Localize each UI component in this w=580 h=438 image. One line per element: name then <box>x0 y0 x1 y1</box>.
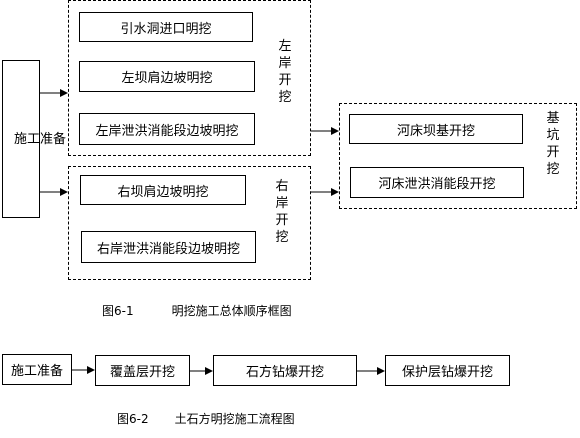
figure-2-title: 土石方明挖施工流程图 <box>174 412 295 426</box>
left-bank-label: 左岸开挖 <box>278 39 292 105</box>
figure-2-number: 图6-2 <box>117 412 149 426</box>
right-bank-label: 右岸开挖 <box>275 179 289 245</box>
figure-2-caption: 图6-2 土石方明挖施工流程图 <box>117 410 295 427</box>
flow-step-4: 保护层钻爆开挖 <box>385 355 510 386</box>
left-item-3: 左岸泄洪消能段边坡明挖 <box>79 113 255 145</box>
start-label: 施工准备 <box>14 131 67 147</box>
flow-step-3-label: 石方钻爆开挖 <box>245 365 324 380</box>
right-bank-group <box>68 166 311 280</box>
start-box: 施工准备 <box>2 60 67 218</box>
flow-step-1-label: 施工准备 <box>10 364 63 379</box>
pit-item-1-label: 河床坝基开挖 <box>396 123 475 139</box>
left-item-1: 引水洞进口明挖 <box>79 12 253 42</box>
left-item-2: 左坝肩边坡明挖 <box>79 61 255 92</box>
figure-1-number: 图6-1 <box>102 304 134 318</box>
left-item-2-label: 左坝肩边坡明挖 <box>121 71 213 86</box>
pit-group <box>339 103 577 209</box>
figure-1-title: 明挖施工总体顺序框图 <box>171 304 292 318</box>
left-item-1-label: 引水洞进口明挖 <box>120 21 212 37</box>
right-item-2-label: 右岸泄洪消能段边坡明挖 <box>96 241 240 257</box>
pit-item-1: 河床坝基开挖 <box>349 114 523 144</box>
flow-step-4-label: 保护层钻爆开挖 <box>401 365 493 380</box>
right-item-1: 右坝肩边坡明挖 <box>80 175 246 205</box>
left-bank-group <box>68 0 311 156</box>
pit-label: 基坑开挖 <box>546 111 560 177</box>
flow-step-3: 石方钻爆开挖 <box>213 355 357 386</box>
figure-1-caption: 图6-1 明挖施工总体顺序框图 <box>102 302 292 319</box>
pit-item-2: 河床泄洪消能段开挖 <box>350 167 524 198</box>
right-item-2: 右岸泄洪消能段边坡明挖 <box>81 231 256 263</box>
right-item-1-label: 右坝肩边坡明挖 <box>117 184 209 200</box>
flow-step-2: 覆盖层开挖 <box>95 355 190 386</box>
flow-step-1: 施工准备 <box>2 354 72 385</box>
left-item-3-label: 左岸泄洪消能段边坡明挖 <box>95 123 239 139</box>
pit-item-2-label: 河床泄洪消能段开挖 <box>378 177 496 192</box>
flow-step-2-label: 覆盖层开挖 <box>109 365 175 380</box>
